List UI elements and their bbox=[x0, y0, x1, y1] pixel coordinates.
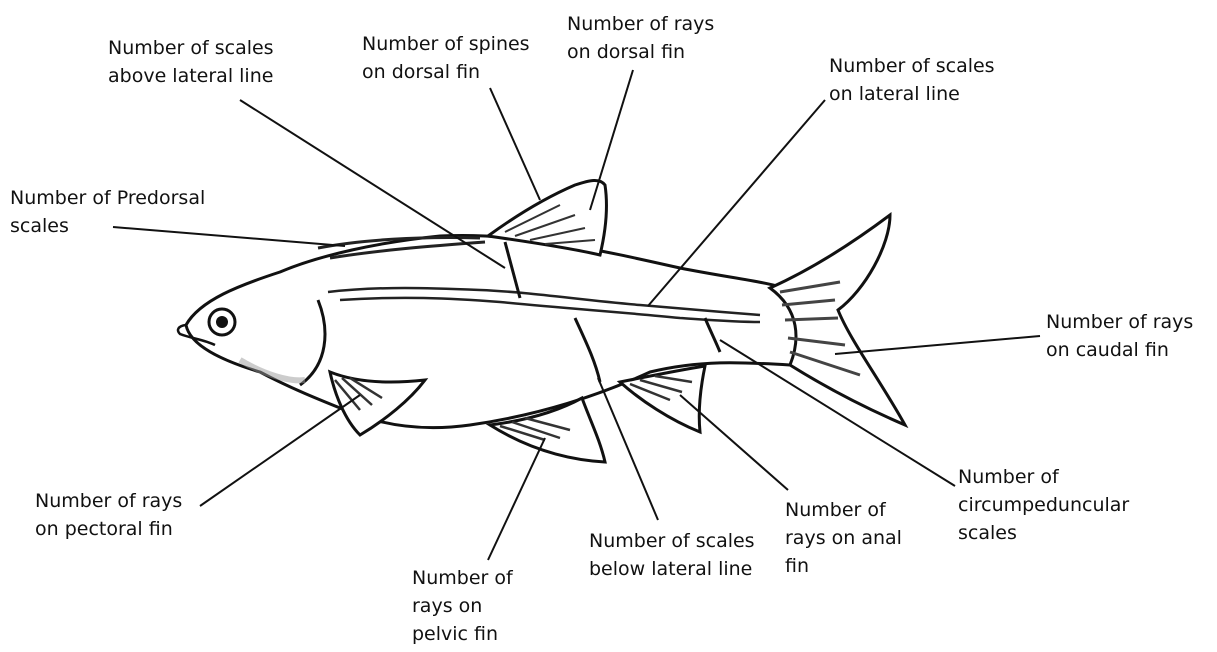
label-scales-above-lateral-line: Number of scales above lateral line bbox=[108, 34, 274, 90]
label-line: Number of bbox=[785, 496, 902, 524]
label-rays-caudal-fin: Number of rays on caudal fin bbox=[1046, 308, 1193, 364]
label-line: Number of rays bbox=[567, 10, 714, 38]
leader-rays-dorsal bbox=[590, 70, 633, 210]
leader-scales-above bbox=[240, 100, 505, 268]
label-line: above lateral line bbox=[108, 62, 274, 90]
label-line: rays on anal bbox=[785, 524, 902, 552]
leader-rays-pectoral bbox=[200, 395, 360, 506]
fish-pupil bbox=[216, 316, 228, 328]
label-scales-on-lateral-line: Number of scales on lateral line bbox=[829, 52, 995, 108]
leader-spines-dorsal bbox=[490, 88, 540, 200]
label-line: Number of scales bbox=[829, 52, 995, 80]
leader-rays-caudal bbox=[835, 336, 1040, 354]
leader-rays-pelvic bbox=[488, 438, 545, 560]
label-line: below lateral line bbox=[589, 555, 755, 583]
fish-body-outline bbox=[186, 235, 798, 427]
label-line: Number of rays bbox=[35, 487, 182, 515]
label-rays-pectoral-fin: Number of rays on pectoral fin bbox=[35, 487, 182, 543]
label-scales-below-lateral-line: Number of scales below lateral line bbox=[589, 527, 755, 583]
label-predorsal-scales: Number of Predorsal scales bbox=[10, 184, 205, 240]
label-rays-dorsal-fin: Number of rays on dorsal fin bbox=[567, 10, 714, 66]
label-line: on pectoral fin bbox=[35, 515, 182, 543]
label-line: Number of scales bbox=[108, 34, 274, 62]
label-line: Number of scales bbox=[589, 527, 755, 555]
label-rays-pelvic-fin: Number of rays on pelvic fin bbox=[412, 564, 513, 648]
label-line: Number of bbox=[412, 564, 513, 592]
label-line: rays on bbox=[412, 592, 513, 620]
label-line: circumpeduncular bbox=[958, 491, 1129, 519]
label-line: on dorsal fin bbox=[567, 38, 714, 66]
label-line: on dorsal fin bbox=[362, 58, 530, 86]
label-line: Number of rays bbox=[1046, 308, 1193, 336]
label-rays-anal-fin: Number of rays on anal fin bbox=[785, 496, 902, 580]
label-line: on caudal fin bbox=[1046, 336, 1193, 364]
label-circumpeduncular-scales: Number of circumpeduncular scales bbox=[958, 463, 1129, 547]
label-line: Number of spines bbox=[362, 30, 530, 58]
label-line: scales bbox=[10, 212, 205, 240]
label-spines-dorsal-fin: Number of spines on dorsal fin bbox=[362, 30, 530, 86]
leader-rays-anal bbox=[680, 395, 788, 490]
label-line: Number of bbox=[958, 463, 1129, 491]
label-line: fin bbox=[785, 552, 902, 580]
label-line: on lateral line bbox=[829, 80, 995, 108]
label-line: pelvic fin bbox=[412, 620, 513, 648]
label-line: scales bbox=[958, 519, 1129, 547]
label-line: Number of Predorsal bbox=[10, 184, 205, 212]
